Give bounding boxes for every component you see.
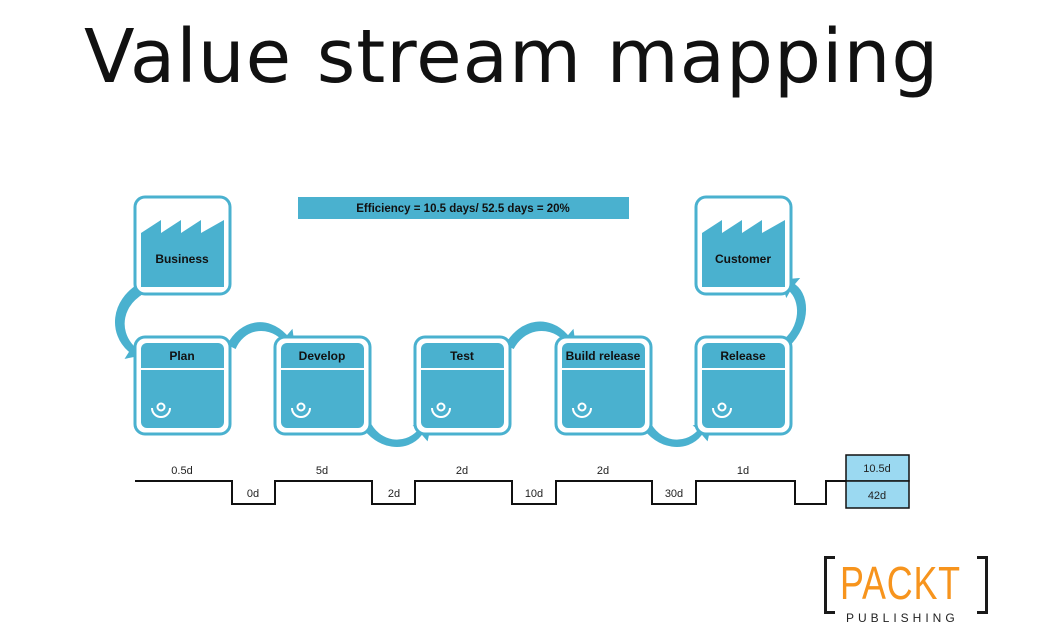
wait-time: 0d bbox=[247, 488, 259, 500]
step-label: Develop bbox=[299, 349, 346, 363]
operator-icon bbox=[712, 402, 732, 418]
total-process-time: 10.5d bbox=[863, 463, 891, 475]
operator-icon bbox=[431, 402, 451, 418]
logo-left-bracket bbox=[824, 556, 835, 614]
process-time: 2d bbox=[456, 465, 468, 477]
wait-time: 30d bbox=[665, 488, 683, 500]
operator-icon bbox=[572, 402, 592, 418]
process-step-test: Test bbox=[413, 335, 512, 436]
process-step-build-release: Build release bbox=[554, 335, 653, 436]
summary-totals: 10.5d 42d bbox=[845, 454, 910, 509]
packt-publishing-logo: PACKT PUBLISHING bbox=[824, 554, 992, 626]
timeline-ladder bbox=[135, 480, 846, 505]
process-time: 5d bbox=[316, 465, 328, 477]
process-step-plan: Plan bbox=[133, 335, 232, 436]
total-lead-time: 42d bbox=[868, 490, 886, 502]
process-time: 1d bbox=[737, 465, 749, 477]
efficiency-text: Efficiency = 10.5 days/ 52.5 days = 20% bbox=[356, 203, 570, 215]
process-time: 2d bbox=[597, 465, 609, 477]
process-step-release: Release bbox=[694, 335, 793, 436]
process-step-develop: Develop bbox=[273, 335, 372, 436]
step-label: Test bbox=[450, 349, 474, 363]
factory-icon bbox=[141, 220, 224, 287]
page-title: Value stream mapping bbox=[84, 14, 940, 100]
factory-icon bbox=[702, 220, 785, 287]
logo-word: PACKT bbox=[840, 557, 961, 609]
step-label: Release bbox=[720, 349, 766, 363]
step-label: Plan bbox=[169, 349, 194, 363]
endpoint-label: Business bbox=[155, 252, 209, 266]
wait-time: 10d bbox=[525, 488, 543, 500]
logo-right-bracket bbox=[977, 556, 988, 614]
endpoint-business: Business bbox=[133, 195, 232, 296]
process-time: 0.5d bbox=[171, 465, 192, 477]
efficiency-banner: Efficiency = 10.5 days/ 52.5 days = 20% bbox=[298, 197, 629, 219]
endpoint-customer: Customer bbox=[694, 195, 793, 296]
step-label: Build release bbox=[566, 349, 641, 363]
operator-icon bbox=[151, 402, 171, 418]
wait-time: 2d bbox=[388, 488, 400, 500]
timeline: 0.5d 5d 2d 2d 1d 0d 2d 10d 30d bbox=[135, 465, 846, 505]
logo-subtitle: PUBLISHING bbox=[846, 611, 959, 625]
operator-icon bbox=[291, 402, 311, 418]
endpoint-label: Customer bbox=[715, 252, 771, 266]
